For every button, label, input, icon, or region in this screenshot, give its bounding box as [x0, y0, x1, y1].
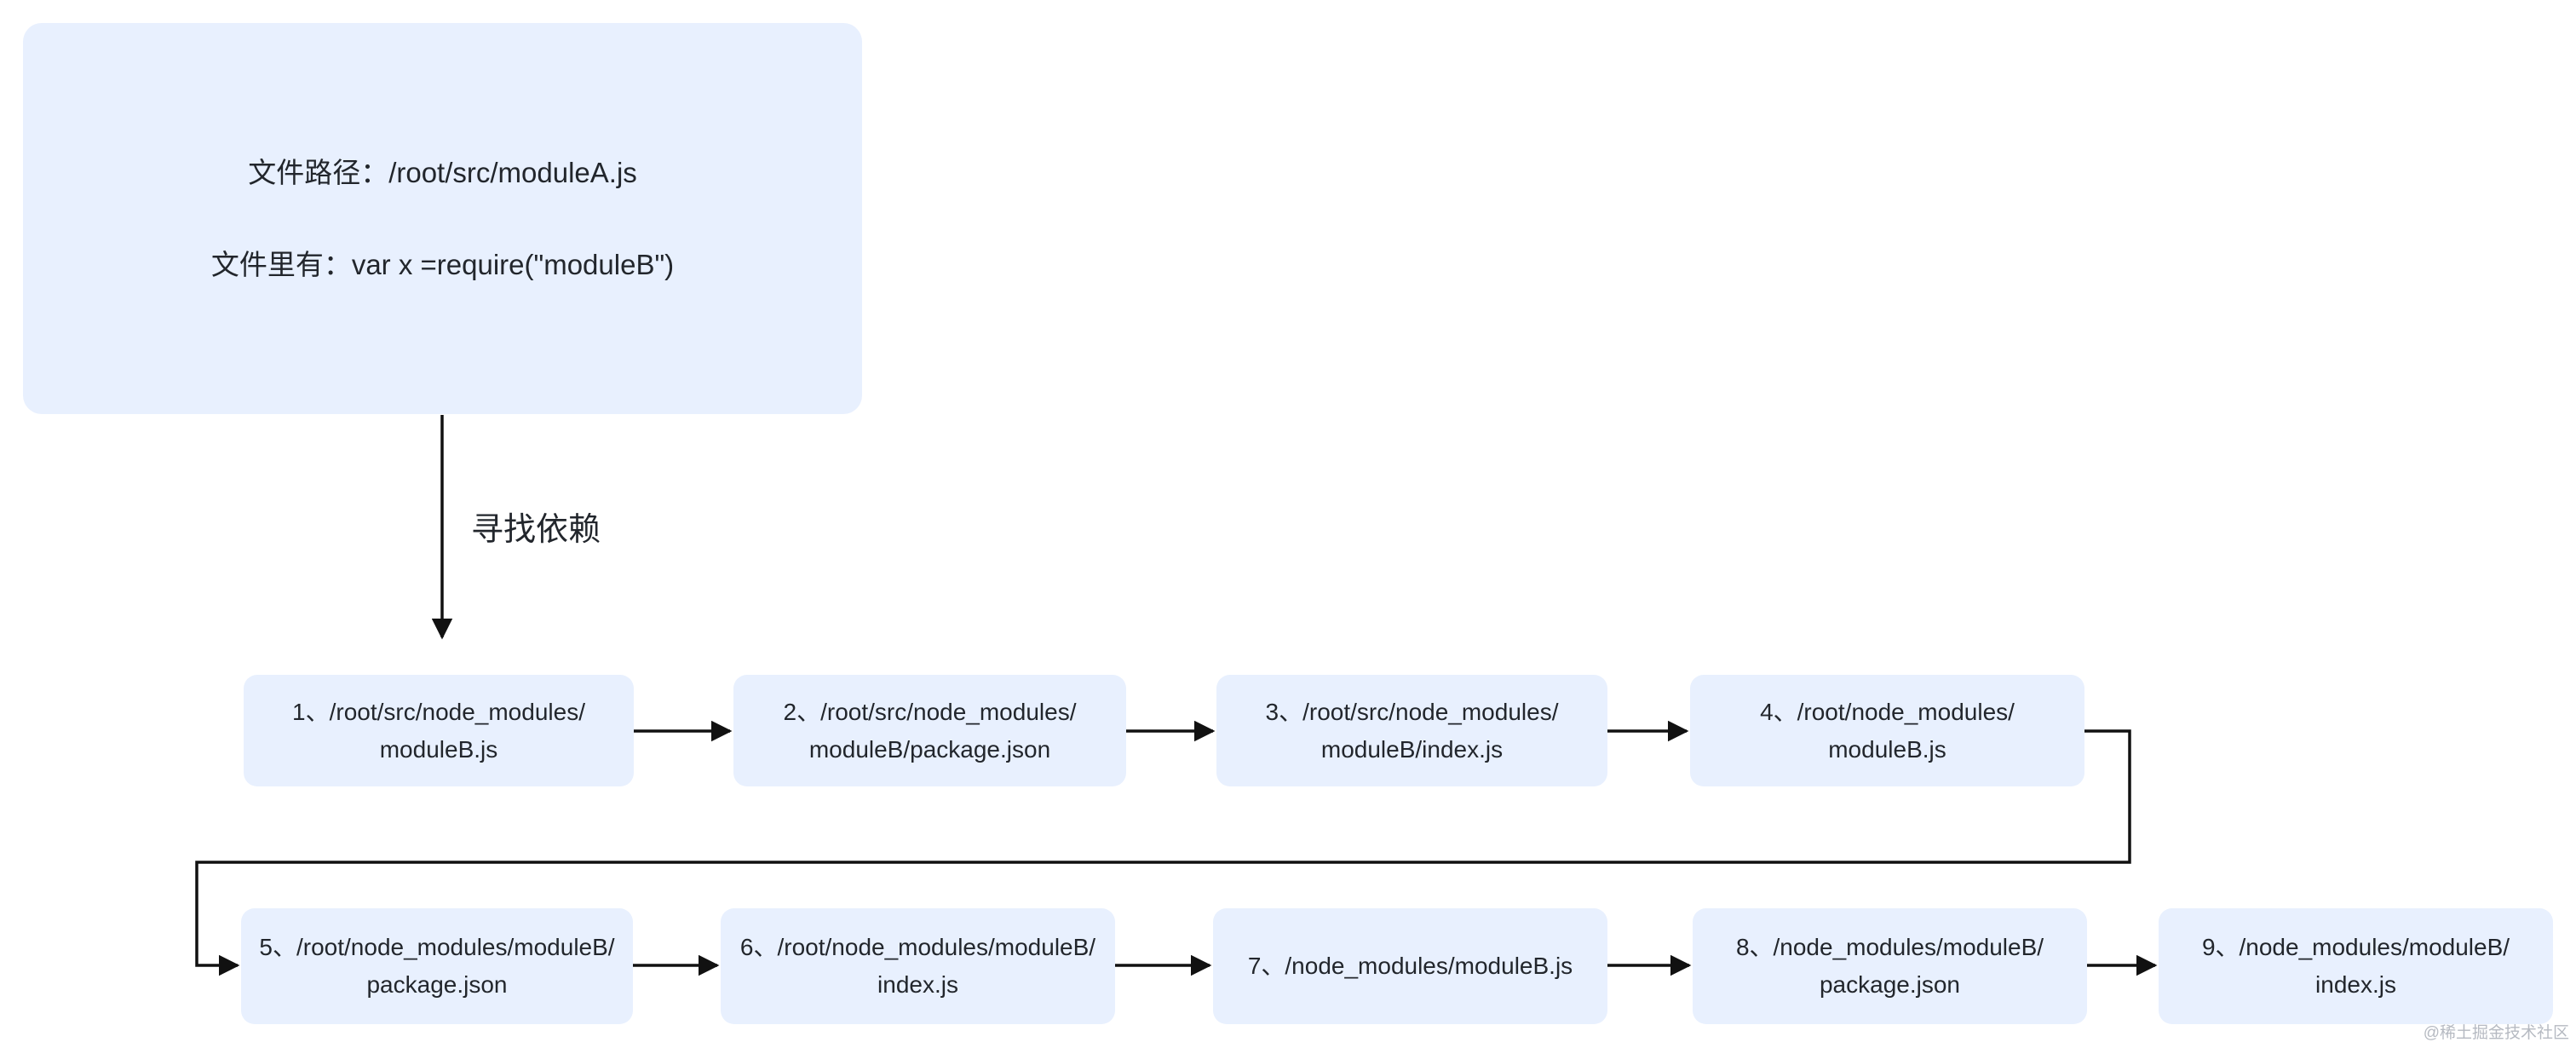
step-path-line: moduleB/index.js [1320, 735, 1504, 763]
step-box-2: 2、/root/src/node_modules/ moduleB/packag… [733, 675, 1126, 786]
step-path-line: moduleB.js [379, 735, 498, 763]
step-path-line: moduleB.js [1828, 735, 1946, 763]
step-box-4: 4、/root/node_modules/ moduleB.js [1690, 675, 2084, 786]
step-path-line: 5、/root/node_modules/moduleB/ [259, 934, 615, 960]
step-path-line: moduleB/package.json [808, 735, 1051, 763]
step-path-line: 9、/node_modules/moduleB/ [2201, 934, 2510, 960]
step-path-line: 3、/root/src/node_modules/ [1265, 698, 1559, 725]
step-box-6: 6、/root/node_modules/moduleB/ index.js [721, 908, 1115, 1024]
source-file-content: 文件里有：var x =require("moduleB") [210, 248, 675, 280]
step-path-line: 6、/root/node_modules/moduleB/ [739, 934, 1096, 960]
step-path-line: package.json [1819, 971, 1960, 998]
community-watermark: @稀土掘金技术社区 [2423, 1024, 2569, 1042]
step-path-line: 7、/node_modules/moduleB.js [1247, 953, 1573, 979]
step-path-line: 4、/root/node_modules/ [1760, 698, 2015, 725]
find-dependency-label: 寻找依赖 [471, 512, 601, 548]
step-box-9: 9、/node_modules/moduleB/ index.js [2159, 908, 2553, 1024]
step-path-line: package.json [366, 971, 508, 998]
source-file-path: 文件路径：/root/src/moduleA.js [248, 157, 637, 189]
step-box-7: 7、/node_modules/moduleB.js [1213, 908, 1607, 1024]
step-box-1: 1、/root/src/node_modules/ moduleB.js [244, 675, 634, 786]
step-path-line: 1、/root/src/node_modules/ [292, 698, 585, 725]
step-path-line: index.js [2315, 971, 2396, 998]
step-path-line: 2、/root/src/node_modules/ [783, 698, 1077, 725]
source-file-card: 文件路径：/root/src/moduleA.js 文件里有：var x =re… [23, 23, 862, 414]
step-path-line: index.js [877, 971, 958, 998]
step-box-5: 5、/root/node_modules/moduleB/ package.js… [241, 908, 633, 1024]
step-box-3: 3、/root/src/node_modules/ moduleB/index.… [1216, 675, 1607, 786]
step-box-8: 8、/node_modules/moduleB/ package.json [1693, 908, 2087, 1024]
step-path-line: 8、/node_modules/moduleB/ [1735, 934, 2044, 960]
